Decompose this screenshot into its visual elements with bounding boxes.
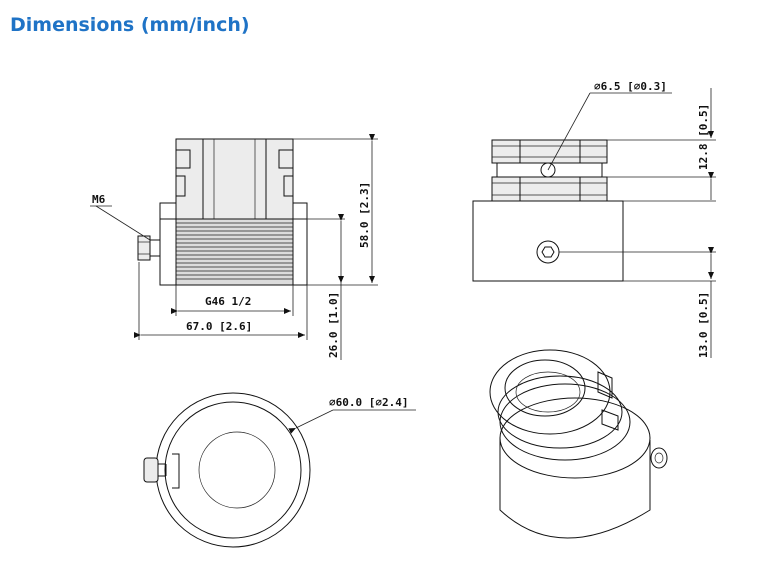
side-view: ⌀6.5 [⌀0.3] 12.8 [0.5] 13.0 [0.5] [472,80,716,358]
front-view: M6 G46 1/2 67.0 [2.6] 58.0 [2.3] 26.0 [1… [90,134,378,360]
top-view: ⌀60.0 [⌀2.4] [143,392,416,548]
screw-label: M6 [92,193,106,206]
side-hole [540,162,556,178]
iso-collar [489,349,611,435]
thread-label: G46 1/2 [205,295,251,308]
iso-set-screw [650,447,668,469]
top-set-screw [143,457,159,483]
height-base-label: 26.0 [1.0] [327,292,340,358]
lower-height-label: 13.0 [0.5] [697,292,710,358]
front-collar [175,138,294,220]
width-label: 67.0 [2.6] [186,320,252,333]
height-total-label: 58.0 [2.3] [358,182,371,248]
hex-socket [536,240,560,264]
thread-block [175,218,294,286]
side-body [472,200,624,282]
set-screw [137,235,151,261]
top-height-label: 12.8 [0.5] [697,104,710,170]
iso-view [489,349,668,539]
page-title: Dimensions (mm/inch) [10,14,250,36]
hole-dia-label: ⌀6.5 [⌀0.3] [594,80,667,93]
side-collar [491,139,608,164]
outer-dia-label: ⌀60.0 [⌀2.4] [329,396,408,409]
